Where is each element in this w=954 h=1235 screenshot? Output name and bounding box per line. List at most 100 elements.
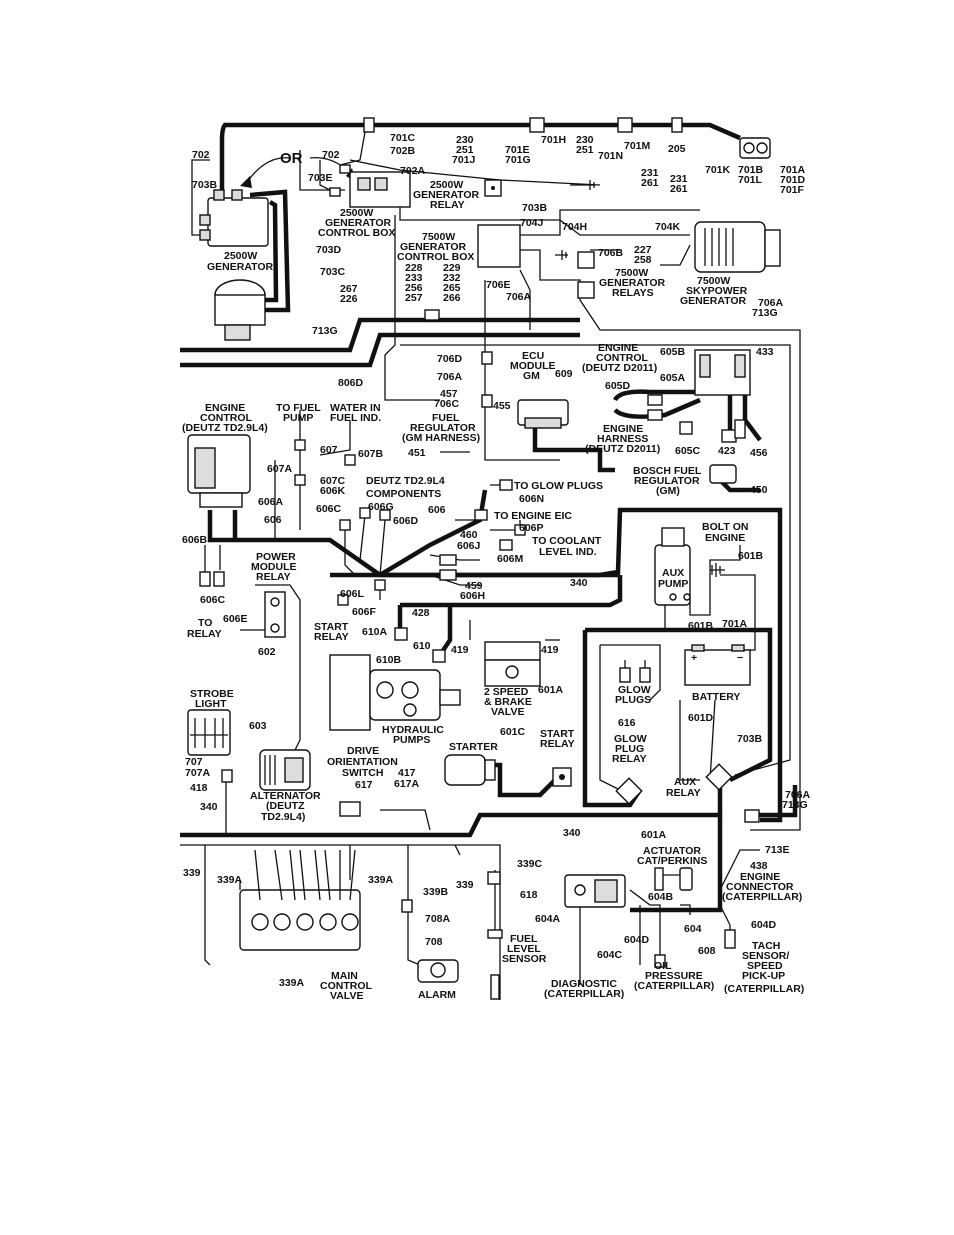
label: FUEL <box>432 412 460 424</box>
label: 261 <box>641 177 659 189</box>
label: 606E <box>223 613 248 625</box>
label: 455 <box>493 400 511 412</box>
label: 226 <box>340 293 358 305</box>
label: 706A <box>437 371 463 383</box>
label: 2500W <box>224 250 257 262</box>
labels: OR 702 703B 702 703E 702A 701C 702B 230 … <box>182 132 811 1002</box>
label: CONTROL <box>200 412 252 424</box>
label: 707 <box>185 756 203 768</box>
tach-sensor <box>724 929 736 949</box>
label: 602 <box>258 646 276 658</box>
label: HARNESS <box>597 433 648 445</box>
label: 703B <box>737 733 763 745</box>
label: GENERATOR <box>207 261 274 273</box>
label: RELAYS <box>612 287 654 299</box>
label: FUEL IND. <box>330 412 381 424</box>
label: ENGINE <box>598 342 638 354</box>
label: 419 <box>541 644 559 656</box>
label: 608 <box>698 945 716 957</box>
label: GENERATOR <box>680 295 747 307</box>
label: PLUG <box>615 743 644 755</box>
label: CONTROL <box>320 980 372 992</box>
label: 232 <box>443 272 461 284</box>
label: DRIVE <box>347 745 379 757</box>
label: 606 <box>264 514 282 526</box>
label: 257 <box>405 292 423 304</box>
strobe-light <box>187 709 231 756</box>
label: 607 <box>320 444 338 456</box>
label: 610 <box>413 640 431 652</box>
label: 609 <box>555 368 573 380</box>
label: RELAY <box>666 787 701 799</box>
label: 607A <box>267 463 293 475</box>
glow-plug-relay <box>615 777 643 805</box>
label: 703E <box>308 172 333 184</box>
label: COMPONENTS <box>366 488 441 500</box>
label: GENERATOR <box>400 241 467 253</box>
label: 702B <box>390 145 416 157</box>
label: ACTUATOR <box>643 845 701 857</box>
label: ENGINE <box>603 423 643 435</box>
label: SPEED <box>747 960 783 972</box>
label: 605C <box>675 445 701 457</box>
label: REGULATOR <box>410 422 476 434</box>
label: CONNECTOR <box>726 881 794 893</box>
label: START <box>314 621 349 633</box>
generator-7500w-control-box <box>424 224 521 321</box>
label: GM <box>523 370 540 382</box>
label: (DEUTZ <box>266 800 305 812</box>
label: 701H <box>541 134 566 146</box>
engine-control-d2011 <box>647 349 751 443</box>
label: 606G <box>368 501 394 513</box>
label: 251 <box>576 144 594 156</box>
start-relay <box>552 767 572 787</box>
label: GENERATOR <box>599 277 666 289</box>
label: ENGINE <box>740 871 780 883</box>
label: 261 <box>670 183 688 195</box>
label: 701J <box>452 154 476 166</box>
label: (GM HARNESS) <box>402 432 480 444</box>
label: 606B <box>182 534 208 546</box>
label: 713G <box>782 799 808 811</box>
label: 606C <box>200 594 226 606</box>
label: AUX <box>662 567 684 579</box>
label: PLUGS <box>615 694 651 706</box>
label: POWER <box>256 551 296 563</box>
label: BOSCH FUEL <box>633 465 702 477</box>
label: (CATERPILLAR) <box>634 980 714 992</box>
label: SENSOR <box>502 953 547 965</box>
label: 701F <box>780 184 805 196</box>
label: 606P <box>519 522 544 534</box>
label: 438 <box>750 860 768 872</box>
label: 266 <box>443 292 461 304</box>
label: − <box>737 652 743 664</box>
brake-valve <box>484 641 541 687</box>
fuel-level-sensor <box>487 871 503 1000</box>
small-connectors <box>199 439 526 783</box>
label: DEUTZ TD2.9L4 <box>366 475 445 487</box>
label: 604D <box>624 934 650 946</box>
label: VALVE <box>330 990 363 1002</box>
label: VALVE <box>491 706 524 718</box>
label: MAIN <box>331 970 358 982</box>
ecu-module <box>481 351 569 429</box>
label: 2500W <box>340 207 373 219</box>
label: (CATERPILLAR) <box>544 988 624 1000</box>
label: 707A <box>185 767 211 779</box>
label: 703B <box>522 202 548 214</box>
label: 230 <box>576 134 594 146</box>
power-module-relay <box>264 591 286 638</box>
label: 601A <box>538 684 564 696</box>
label: 606H <box>460 590 485 602</box>
label: 702A <box>400 165 426 177</box>
label: ALARM <box>418 989 456 1001</box>
label: LEVEL IND. <box>539 546 597 558</box>
label: 702 <box>322 149 340 161</box>
label: 265 <box>443 282 461 294</box>
label: 604B <box>648 891 674 903</box>
label: 7500W <box>697 275 730 287</box>
label: TACH <box>752 940 780 952</box>
label: 267 <box>340 283 358 295</box>
label: 339B <box>423 886 449 898</box>
